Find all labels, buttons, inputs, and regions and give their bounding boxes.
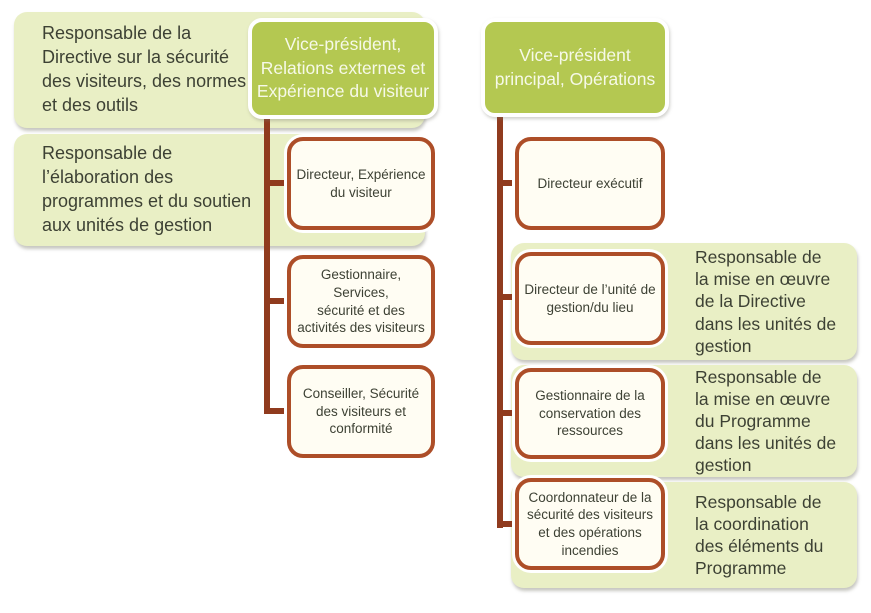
connector-left-stub-1 xyxy=(264,180,290,186)
connector-left-stub-2 xyxy=(264,298,290,304)
box-manager-visitor-services-label: Gestionnaire, Services, sécurité et des … xyxy=(297,267,425,336)
box-visitor-safety-fire-coordinator-label: Coordonnateur de la sécurité des visiteu… xyxy=(526,489,654,558)
connector-right-trunk xyxy=(497,112,503,528)
box-advisor-visitor-safety-label: Conseiller, Sécurité des visiteurs et co… xyxy=(302,386,420,437)
connector-right-stub-1 xyxy=(497,180,519,186)
box-visitor-safety-fire-coordinator: Coordonnateur de la sécurité des visiteu… xyxy=(515,478,665,570)
box-svp-operations-label: Vice-président principal, Opérations xyxy=(494,44,656,89)
box-resource-conservation-manager: Gestionnaire de la conservation des ress… xyxy=(515,368,665,459)
connector-right-stub-2 xyxy=(497,294,519,300)
connector-left-stub-3 xyxy=(264,408,290,414)
callout-program-implementation-label: Responsable de la mise en œuvre du Progr… xyxy=(695,366,837,476)
box-executive-director: Directeur exécutif xyxy=(515,137,665,230)
box-field-unit-director: Directeur de l’unité de gestion/du lieu xyxy=(515,252,665,345)
box-manager-visitor-services: Gestionnaire, Services, sécurité et des … xyxy=(287,255,435,348)
connector-right-stub-4 xyxy=(497,521,519,527)
connector-right-stub-3 xyxy=(497,410,519,416)
box-resource-conservation-manager-label: Gestionnaire de la conservation des ress… xyxy=(535,388,645,439)
callout-program-coordination-label: Responsable de la coordination des éléme… xyxy=(695,491,824,579)
callout-directive-implementation-label: Responsable de la mise en œuvre de la Di… xyxy=(695,247,837,356)
box-advisor-visitor-safety: Conseiller, Sécurité des visiteurs et co… xyxy=(287,365,435,458)
box-field-unit-director-label: Directeur de l’unité de gestion/du lieu xyxy=(524,281,656,315)
box-executive-director-label: Directeur exécutif xyxy=(537,175,643,191)
box-vp-external-relations-label: Vice-président, Relations externes et Ex… xyxy=(256,33,430,102)
box-director-visitor-experience-label: Directeur, Expérience du visiteur xyxy=(296,166,426,200)
box-svp-operations: Vice-président principal, Opérations xyxy=(481,18,669,117)
callout-directive-standards-tools-label: Responsable de la Directive sur la sécur… xyxy=(42,23,247,115)
box-director-visitor-experience: Directeur, Expérience du visiteur xyxy=(287,137,435,230)
callout-program-development-support-label: Responsable de l’élaboration des program… xyxy=(42,143,252,235)
box-vp-external-relations: Vice-président, Relations externes et Ex… xyxy=(248,18,438,119)
connector-left-trunk xyxy=(264,112,270,414)
